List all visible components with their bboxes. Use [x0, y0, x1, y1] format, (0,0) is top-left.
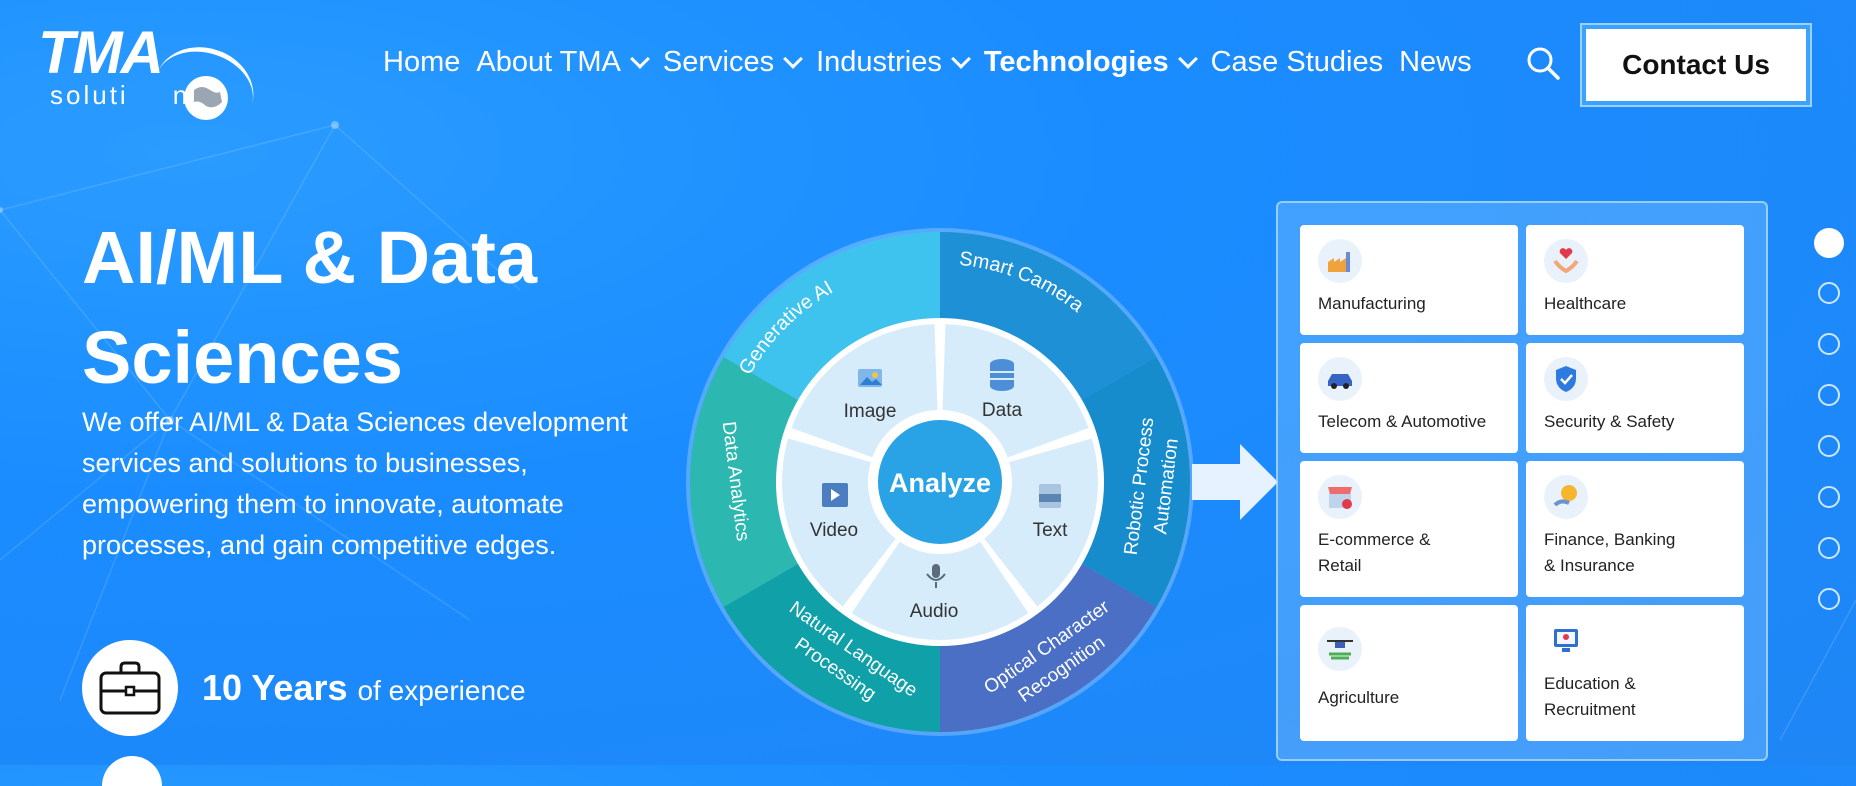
slide-pager [1814, 228, 1844, 639]
pager-dot[interactable] [1818, 384, 1840, 406]
industry-label: Healthcare [1544, 294, 1627, 313]
chevron-down-icon [950, 48, 971, 69]
industry-card-agriculture[interactable]: Agriculture [1300, 605, 1518, 741]
text-document-icon [1039, 484, 1061, 508]
wheel-inner-segment [782, 438, 896, 607]
wheel-outer-segment [940, 564, 1157, 732]
nav-services[interactable]: Services [662, 46, 804, 79]
industry-label: Telecom & Automotive [1318, 412, 1487, 431]
pager-dot[interactable] [1818, 282, 1840, 304]
search-icon[interactable] [1526, 46, 1560, 80]
database-icon [990, 359, 1014, 391]
industry-label-line-2: Retail [1318, 556, 1362, 575]
pager-dot[interactable] [1818, 333, 1840, 355]
wheel-inner-segment [942, 324, 1089, 458]
main-nav: Home About TMA Services Industries Techn… [383, 46, 1488, 79]
nav-industries[interactable]: Industries [816, 46, 971, 79]
nav-technologies-label: Technologies [983, 46, 1169, 78]
wheel-outer-segment [940, 232, 1157, 400]
industry-label: Finance, Banking [1544, 530, 1676, 549]
coin-hand-icon [1544, 475, 1588, 519]
globe-icon [184, 76, 228, 120]
nav-services-label: Services [662, 46, 775, 78]
ai-ml-wheel: Analyze Generative AI Smart Camera Robot… [686, 228, 1194, 736]
title-line-1: AI/ML & Data [82, 216, 538, 299]
wheel-center-label: Analyze [889, 468, 991, 498]
background-network [0, 0, 1856, 765]
shield-icon [1544, 357, 1588, 401]
logo-main-text: TMA [38, 19, 164, 86]
logo-sub-start: soluti [50, 80, 129, 110]
experience-stat: 10 Years of experience [82, 640, 526, 736]
wheel-inner-label-video: Video [810, 520, 858, 541]
car-icon [1318, 357, 1362, 401]
industry-label-line-2: Recruitment [1544, 700, 1636, 719]
industry-card-education[interactable]: Education & Recruitment [1526, 605, 1744, 741]
wheel-inner-label-data: Data [982, 400, 1023, 421]
industry-label: Education & [1544, 674, 1636, 693]
wheel-outer-segment [723, 564, 940, 732]
microphone-icon [926, 564, 946, 588]
pager-dot[interactable] [1818, 588, 1840, 610]
nav-about[interactable]: About TMA [476, 46, 650, 79]
nav-case-studies-label: Case Studies [1210, 46, 1384, 78]
video-icon [822, 483, 848, 507]
pager-dot[interactable] [1814, 228, 1844, 258]
nav-home[interactable]: Home [383, 46, 460, 79]
logo-sub-text: solutins [50, 80, 206, 111]
industry-card-finance[interactable]: Finance, Banking & Insurance [1526, 461, 1744, 597]
chevron-down-icon [630, 48, 650, 69]
nav-industries-label: Industries [816, 46, 942, 78]
experience-number: 10 Years [202, 667, 348, 708]
experience-text: of experience [357, 675, 526, 706]
factory-icon [1318, 239, 1362, 283]
wheel-inner-segment [984, 438, 1098, 607]
industry-card-ecommerce-retail[interactable]: E-commerce & Retail [1300, 461, 1518, 597]
briefcase-icon [82, 640, 178, 736]
analyze-center [878, 420, 1002, 544]
industry-label: Manufacturing [1318, 294, 1426, 313]
contact-us-button[interactable]: Contact Us [1582, 25, 1810, 105]
title-line-2: Sciences [82, 316, 403, 399]
nav-news-label: News [1399, 46, 1472, 78]
store-icon [1318, 475, 1362, 519]
heart-hand-icon [1544, 239, 1588, 283]
chevron-down-icon [1177, 48, 1198, 69]
industries-panel: Manufacturing Healthcare Telecom & Autom… [1276, 201, 1768, 761]
image-icon [858, 369, 882, 387]
industry-label: Agriculture [1318, 688, 1400, 707]
hero-description: We offer AI/ML & Data Sciences developme… [82, 407, 628, 560]
nav-news[interactable]: News [1399, 46, 1472, 79]
nav-home-label: Home [383, 46, 461, 78]
wheel-inner-segment [791, 324, 938, 458]
wheel-inner-label-image: Image [844, 401, 897, 422]
industry-label: Security & Safety [1544, 412, 1675, 431]
arrow-right-icon [1192, 444, 1278, 520]
pager-dot[interactable] [1818, 435, 1840, 457]
wheel-inner-segment [851, 541, 1029, 640]
nav-about-label: About TMA [476, 46, 621, 78]
chevron-down-icon [783, 48, 804, 69]
industry-card-security-safety[interactable]: Security & Safety [1526, 343, 1744, 453]
monitor-icon [1544, 619, 1588, 663]
drone-icon [1318, 627, 1362, 671]
pager-dot[interactable] [1818, 486, 1840, 508]
industry-card-telecom-automotive[interactable]: Telecom & Automotive [1300, 343, 1518, 453]
wheel-inner-label-audio: Audio [910, 601, 959, 622]
industry-card-healthcare[interactable]: Healthcare [1526, 225, 1744, 335]
nav-technologies[interactable]: Technologies [983, 46, 1198, 79]
industry-label-line-2: & Insurance [1544, 556, 1635, 575]
tma-logo[interactable]: TMA solutins [36, 18, 265, 147]
industry-card-manufacturing[interactable]: Manufacturing [1300, 225, 1518, 335]
wheel-outer-segment [1082, 357, 1190, 607]
wheel-outer-segment [723, 232, 940, 400]
wheel-inner-label-text: Text [1033, 520, 1069, 541]
wheel-outer-segment [690, 357, 798, 607]
industry-label: E-commerce & [1318, 530, 1431, 549]
nav-case-studies[interactable]: Case Studies [1211, 46, 1384, 79]
pager-dot[interactable] [1818, 537, 1840, 559]
